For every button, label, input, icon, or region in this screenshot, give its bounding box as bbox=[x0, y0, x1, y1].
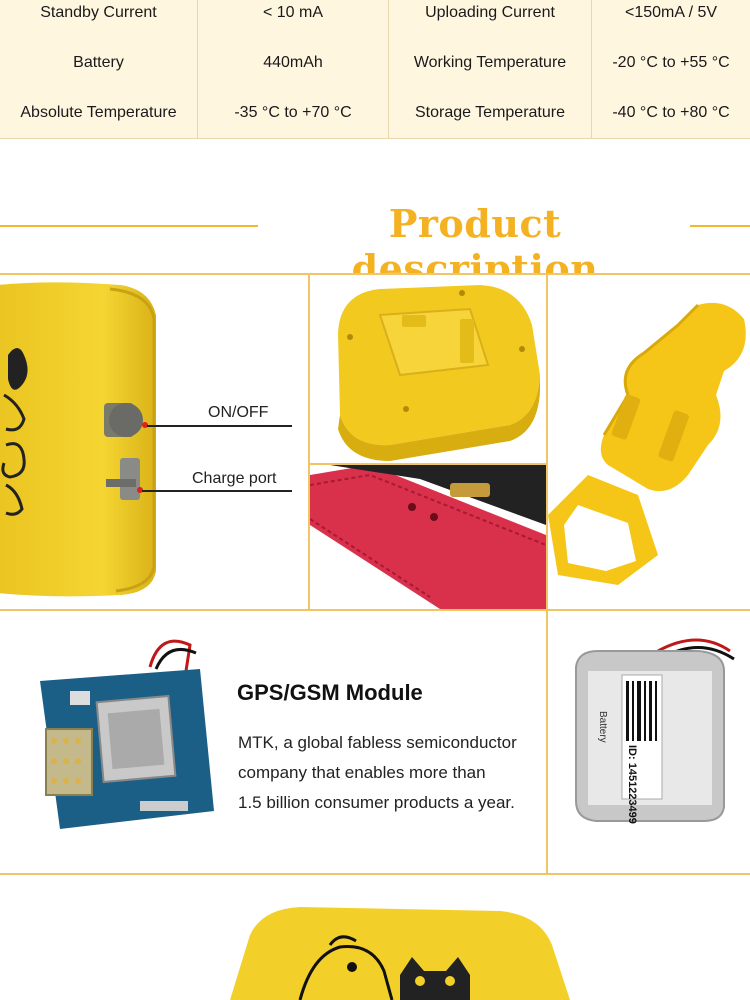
device-side-illustration bbox=[0, 282, 156, 597]
on-off-callout-line bbox=[147, 425, 292, 427]
spec-value: < 10 mA bbox=[198, 0, 389, 38]
grid-divider bbox=[309, 463, 547, 465]
charge-port-label: Charge port bbox=[192, 470, 277, 487]
spec-label: Battery bbox=[0, 38, 198, 88]
spec-label: Standby Current bbox=[0, 0, 198, 38]
device-side-view bbox=[0, 275, 308, 609]
spec-label: Storage Temperature bbox=[389, 88, 592, 138]
on-off-label: ON/OFF bbox=[208, 404, 269, 421]
module-description-line: MTK, a global fabless semiconductor bbox=[238, 733, 517, 752]
table-row: Absolute Temperature -35 °C to +70 °C St… bbox=[0, 88, 750, 139]
table-row: Battery 440mAh Working Temperature -20 °… bbox=[0, 38, 750, 89]
module-title: GPS/GSM Module bbox=[237, 680, 423, 705]
battery-id-text: ID: 1451223499 bbox=[626, 745, 638, 824]
spec-value: -40 °C to +80 °C bbox=[612, 104, 730, 121]
module-description-line: company that enables more than bbox=[238, 763, 486, 782]
grid-divider bbox=[308, 273, 310, 610]
pcb-module-view bbox=[0, 611, 230, 873]
grid-divider bbox=[546, 273, 548, 875]
spec-label: Absolute Temperature bbox=[0, 88, 198, 138]
device-back-view bbox=[310, 275, 546, 463]
battery-brand-text: Battery bbox=[597, 711, 608, 743]
grid-divider bbox=[0, 609, 750, 611]
spec-value: 440mAh bbox=[198, 38, 389, 88]
device-top-illustration bbox=[230, 907, 570, 1000]
grid-divider bbox=[0, 873, 750, 875]
strap-view bbox=[548, 275, 750, 609]
spec-label: Working Temperature bbox=[389, 38, 592, 88]
heading-rule-right bbox=[690, 225, 750, 227]
collar-illustration bbox=[310, 465, 546, 609]
spec-table: Standby Current < 10 mA Uploading Curren… bbox=[0, 0, 750, 139]
spec-value: <150mA / 5V bbox=[624, 4, 718, 21]
spec-value: -35 °C to +70 °C bbox=[198, 88, 389, 138]
grid-divider bbox=[0, 273, 750, 275]
device-back-illustration bbox=[338, 285, 540, 461]
spec-value: -20 °C to +55 °C bbox=[612, 54, 730, 71]
collar-view bbox=[310, 465, 546, 609]
heading-rule-left bbox=[0, 225, 258, 227]
device-top-view bbox=[0, 875, 750, 1000]
battery-illustration bbox=[575, 638, 735, 822]
charge-port-callout-line bbox=[142, 490, 292, 492]
strap-illustration bbox=[548, 302, 746, 585]
spec-label: Uploading Current bbox=[389, 0, 592, 38]
table-row: Standby Current < 10 mA Uploading Curren… bbox=[0, 0, 750, 39]
module-description-line: 1.5 billion consumer products a year. bbox=[238, 793, 515, 812]
pcb-illustration bbox=[40, 639, 214, 829]
battery-view: ID: 1451223499 Battery bbox=[548, 611, 750, 873]
